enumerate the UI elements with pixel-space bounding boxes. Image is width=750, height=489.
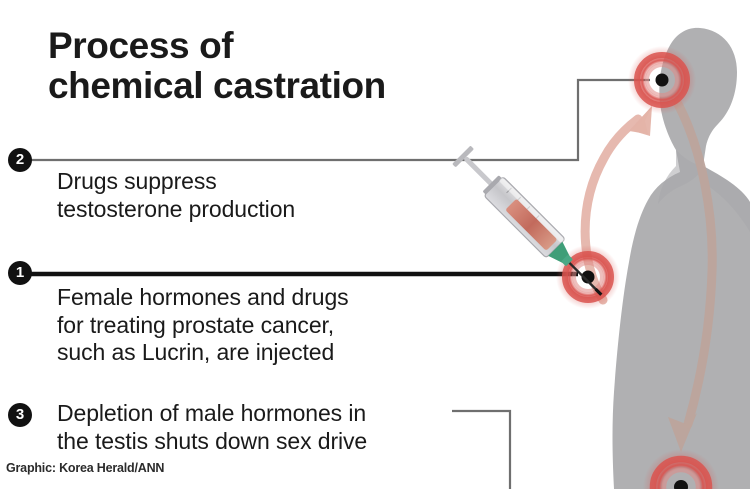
groin-target bbox=[643, 449, 719, 489]
step-2-bullet: 2 bbox=[8, 148, 32, 172]
shoulder-target bbox=[556, 245, 620, 309]
step-1-line-1: Female hormones and drugs bbox=[57, 284, 349, 310]
step-3-line-2: the testis shuts down sex drive bbox=[57, 427, 368, 454]
page-title: Process of chemical castration bbox=[48, 26, 478, 105]
step-1-line-2: for treating prostate cancer, bbox=[57, 311, 335, 338]
step-3-bullet: 3 bbox=[8, 403, 32, 427]
step-1-bullet: 1 bbox=[8, 261, 32, 285]
leader-line-step-3 bbox=[452, 409, 512, 489]
page-title-line-1: Process of bbox=[48, 25, 234, 66]
page-title-line-2: chemical castration bbox=[48, 64, 386, 106]
step-2-line-1: Drugs suppress bbox=[57, 168, 217, 194]
arrow-head-to-groin bbox=[668, 99, 717, 452]
step-1-text: Female hormones and drugs for treating p… bbox=[57, 284, 497, 367]
head-target bbox=[628, 46, 696, 114]
step-3-line-1: Depletion of male hormones in bbox=[57, 400, 367, 426]
syringe bbox=[452, 146, 603, 296]
step-2-line-2: testosterone production bbox=[57, 195, 296, 222]
credit-line: Graphic: Korea Herald/ANN bbox=[6, 461, 165, 475]
male-body-profile bbox=[612, 27, 750, 489]
step-3-text: Depletion of male hormones in the testis… bbox=[57, 400, 507, 455]
leader-line-step-2 bbox=[30, 78, 650, 162]
step-1-line-3: such as Lucrin, are injected bbox=[57, 339, 335, 366]
step-2-text: Drugs suppress testosterone production bbox=[57, 168, 477, 223]
